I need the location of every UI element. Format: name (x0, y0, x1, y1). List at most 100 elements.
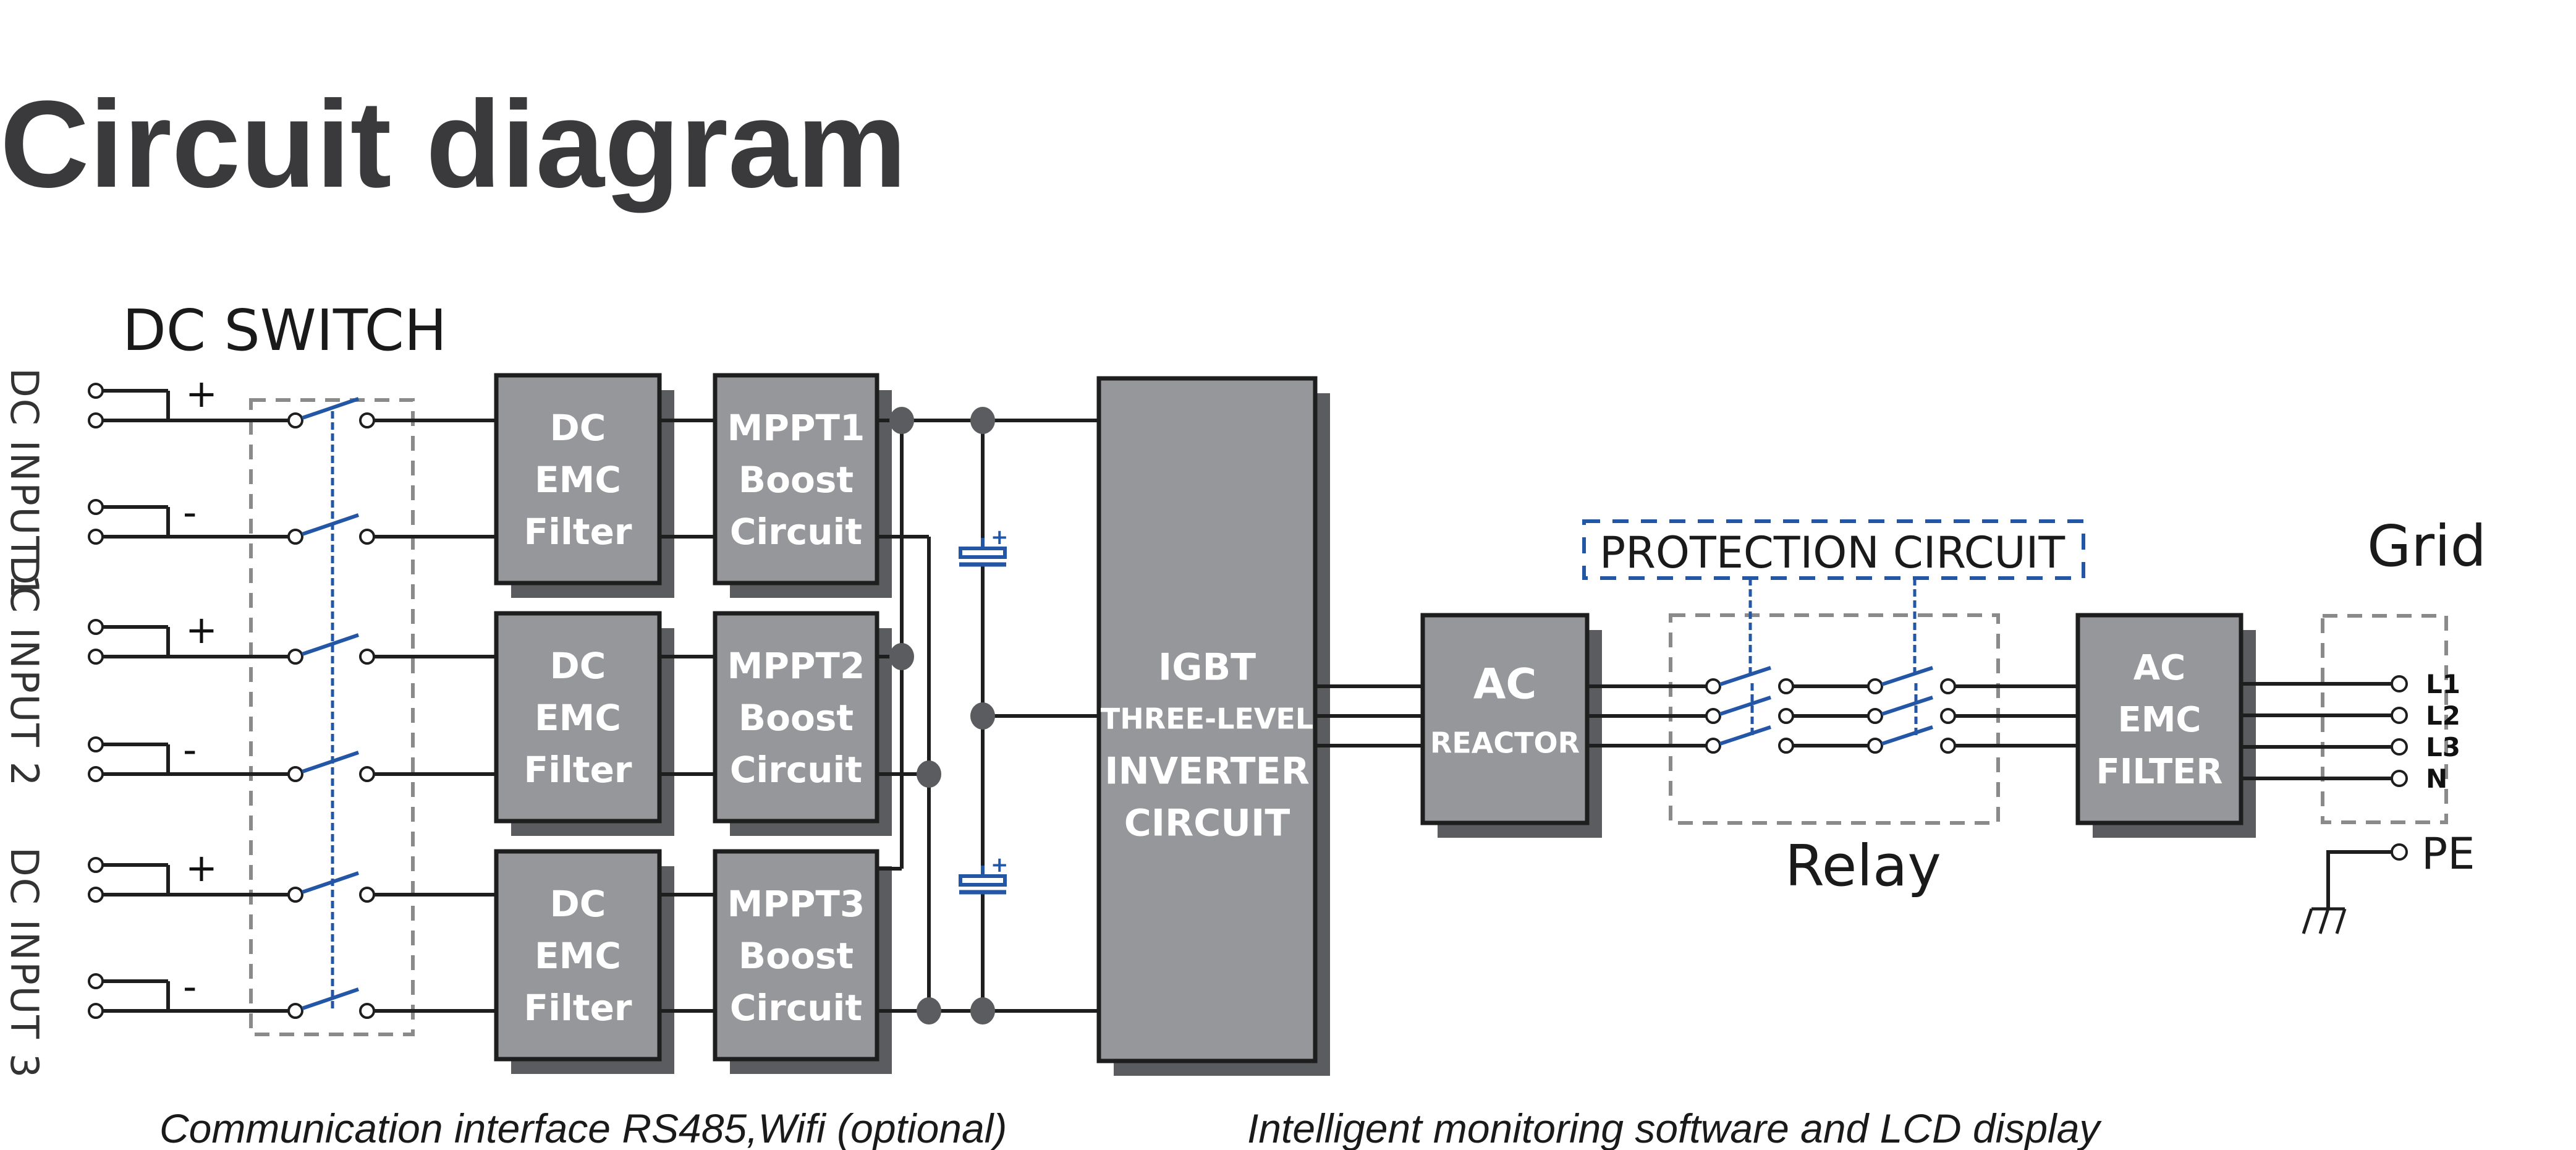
dc-input-3-positive: + (88, 845, 496, 903)
input-terminal[interactable] (88, 887, 104, 903)
switch-contact (359, 412, 375, 428)
input-terminal[interactable] (88, 383, 104, 399)
capacitor-2-polarity: + (991, 853, 1009, 877)
switch-blade[interactable] (302, 987, 359, 1010)
grid-terminal-label: L3 (2426, 732, 2460, 762)
relay-contact (1940, 708, 1956, 724)
switch-contact (359, 887, 375, 903)
grid-terminal[interactable] (2391, 738, 2408, 756)
dc-input-3-negative: - (88, 964, 496, 1019)
polarity-label: - (183, 727, 197, 772)
dc-input-labels: DC INPUT 1 DC INPUT 2 DC INPUT 3 (2, 368, 47, 1079)
blocks: DCEMCFilterDCEMCFilterDCEMCFilterMPPT1Bo… (494, 373, 2256, 1076)
monitoring-caption: Intelligent monitoring software and LCD … (1247, 1105, 2102, 1150)
switch-blade[interactable] (302, 871, 359, 894)
grid-terminal-label: L2 (2426, 701, 2460, 731)
input-terminal[interactable] (88, 857, 104, 873)
relay-contact (1705, 738, 1721, 754)
junction-node (917, 997, 941, 1024)
dc-input-1-positive: + (88, 371, 496, 428)
pe-terminal[interactable] (2391, 843, 2408, 861)
input-terminal[interactable] (88, 529, 104, 545)
dc-switch-label: DC SWITCH (122, 297, 447, 364)
igbt-inverter-box (1096, 376, 1318, 1063)
junction-node (889, 643, 914, 670)
grid-terminal[interactable] (2391, 707, 2408, 724)
polarity-label: - (183, 490, 197, 535)
dc-input-rows: + - + - + - (88, 371, 496, 1019)
ac-emc-filter-label: AC (2133, 648, 2185, 688)
dc-input-2-positive: + (88, 607, 496, 665)
ac-reactor-box (1420, 613, 1590, 825)
switch-contact (287, 1003, 303, 1019)
ac-emc-filter: AC EMC FILTER (2075, 613, 2256, 838)
dc-emc-filter-3-label: DC (550, 883, 606, 925)
mppt-boost-circuit-2-label: Circuit (730, 749, 862, 791)
relay-blade (1881, 666, 1933, 686)
relay-contact (1940, 678, 1956, 694)
input-terminal[interactable] (88, 619, 104, 635)
mppt-boost-circuit-3-label: Boost (739, 935, 854, 977)
input-terminal[interactable] (88, 499, 104, 515)
ac-emc-filter-box (2075, 613, 2243, 825)
relay-blade (1719, 666, 1771, 686)
relay-blade (1719, 696, 1771, 716)
dc-emc-filter-1-label: DC (550, 407, 606, 449)
switch-blade[interactable] (302, 633, 359, 656)
switch-contact (359, 529, 375, 545)
switch-contact (359, 766, 375, 782)
mppt-boost-circuit-2-label: Boost (739, 697, 854, 739)
dc-emc-filter-2-box (494, 611, 662, 824)
grid-terminal-label: L1 (2426, 669, 2460, 699)
switch-blade[interactable] (302, 751, 359, 773)
relay-contact (1778, 738, 1794, 754)
dc-input-1-negative: - (88, 490, 496, 545)
protection-circuit-label: PROTECTION CIRCUIT (1599, 527, 2065, 578)
mppt-boost-circuit-3-label: Circuit (730, 987, 862, 1029)
dc-emc-filter-3-box (494, 849, 662, 1062)
input-terminal[interactable] (88, 1003, 104, 1019)
ac-emc-filter-label: FILTER (2096, 752, 2222, 792)
dc-emc-filter-1-box (494, 373, 662, 586)
input-terminal[interactable] (88, 973, 104, 989)
junction-node (970, 997, 995, 1024)
mppt-boost-circuit-3-box (713, 849, 879, 1062)
input-terminal[interactable] (88, 649, 104, 665)
dc-emc-filter-3-label: Filter (523, 987, 632, 1029)
relay-blade (1881, 696, 1933, 716)
grid-terminal[interactable] (2391, 770, 2408, 787)
dc-input-1-label: DC INPUT 1 (2, 368, 47, 600)
mppt-boost-circuit-2-box (713, 611, 879, 824)
igbt-inverter-label: INVERTER (1104, 750, 1310, 793)
dc-emc-filter-2-label: Filter (523, 749, 632, 791)
protective-earth: PE (2302, 828, 2475, 934)
input-terminal[interactable] (88, 766, 104, 782)
ac-emc-filter-label: EMC (2117, 700, 2201, 740)
dc-emc-filter-1-label: EMC (535, 459, 621, 501)
relay-enclosure (1669, 613, 2000, 825)
communication-caption: Communication interface RS485,Wifi (opti… (159, 1105, 1007, 1150)
switch-contact (287, 412, 303, 428)
switch-blade[interactable] (302, 397, 359, 420)
dc-input-3-label: DC INPUT 3 (2, 847, 47, 1079)
inverter-output-wires (1316, 684, 1421, 748)
polarity-label: - (183, 964, 197, 1009)
junction-nodes (889, 407, 995, 1024)
switch-contact (359, 649, 375, 665)
switch-contact (287, 529, 303, 545)
input-terminal[interactable] (88, 412, 104, 428)
mppt-boost-circuit-1-label: MPPT1 (727, 407, 865, 449)
dc-switch-enclosure (249, 398, 415, 1036)
relay-contact (1778, 708, 1794, 724)
grid-terminal[interactable] (2391, 675, 2408, 692)
input-terminal[interactable] (88, 736, 104, 752)
switch-blade[interactable] (302, 513, 359, 536)
